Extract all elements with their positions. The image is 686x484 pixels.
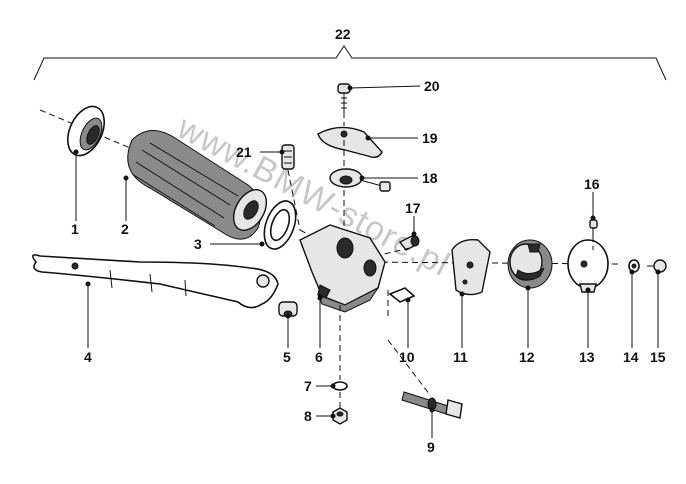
part-label-11: 11 (453, 349, 468, 365)
switch-cover (567, 239, 609, 293)
part-label-7: 7 (304, 378, 312, 394)
adjuster-screw (398, 235, 420, 251)
part-label-9: 9 (427, 439, 435, 455)
part-label-21: 21 (236, 144, 252, 160)
part-label-1: 1 (71, 221, 79, 237)
assembly-dashed-lines (287, 112, 594, 408)
switch-base-plate (451, 239, 491, 296)
washer (263, 200, 297, 250)
part-label-12: 12 (519, 349, 535, 365)
screw (589, 219, 598, 236)
grip-end-cap (67, 105, 105, 157)
part-label-6: 6 (315, 349, 323, 365)
hand-lever (32, 254, 279, 309)
part-label-15: 15 (650, 349, 666, 365)
part-label-10: 10 (399, 349, 415, 365)
part-label-13: 13 (579, 349, 595, 365)
part-label-22: 22 (335, 26, 351, 42)
cable-adjuster (281, 144, 295, 170)
part-label-17: 17 (405, 200, 421, 216)
assembly-bracket (33, 45, 667, 81)
part-label-4: 4 (84, 349, 92, 365)
throttle-cover (317, 126, 383, 159)
part-label-2: 2 (121, 221, 129, 237)
leader-lines (73, 85, 661, 438)
clamp-bolt (401, 391, 463, 419)
part-label-16: 16 (584, 176, 600, 192)
part-label-19: 19 (422, 130, 438, 146)
twist-grip (127, 130, 268, 240)
part-labels: 1 2 3 4 5 6 7 8 9 10 11 12 13 14 15 16 1… (71, 26, 666, 455)
part-label-18: 18 (422, 170, 438, 186)
part-label-5: 5 (283, 349, 291, 365)
part-label-3: 3 (194, 236, 202, 252)
part-label-20: 20 (424, 78, 440, 94)
part-label-14: 14 (623, 349, 639, 365)
lever-pivot-bushing (278, 301, 298, 318)
switch-housing (507, 239, 553, 289)
cover-screw (337, 83, 351, 112)
part-label-8: 8 (304, 408, 312, 424)
lever-bracket-housing (299, 224, 386, 313)
